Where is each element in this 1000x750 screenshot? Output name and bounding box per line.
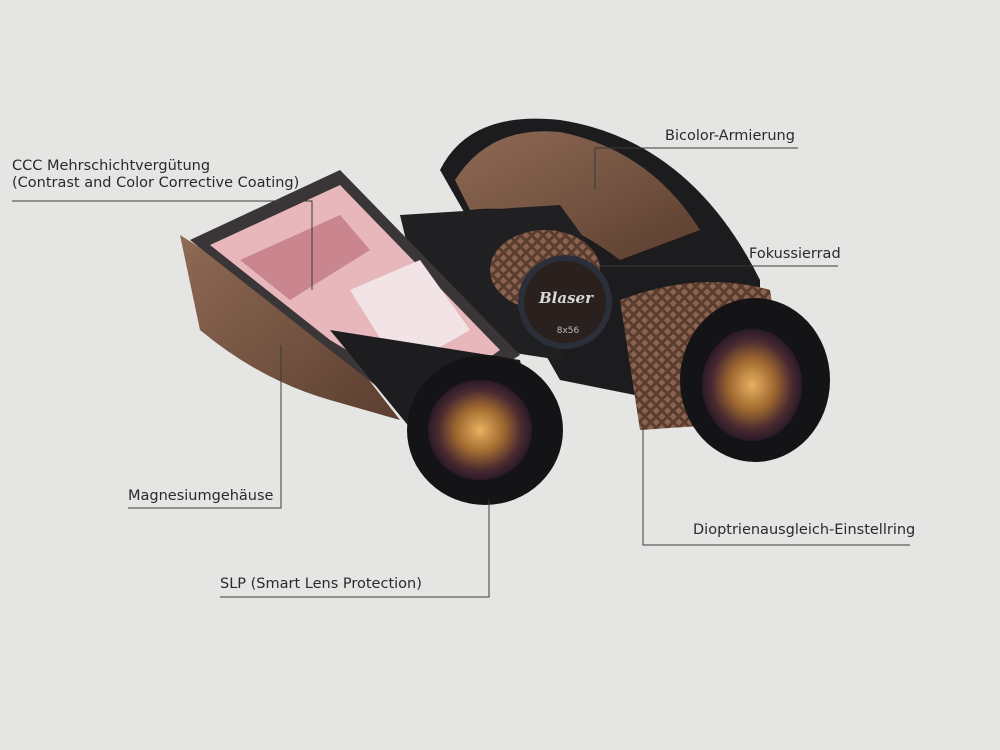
right-barrel xyxy=(440,118,830,462)
brand-logo: Blaser xyxy=(538,289,594,307)
left-lens xyxy=(428,380,532,480)
label-diopter-ring: Dioptrienausgleich-Einstellring xyxy=(693,522,916,538)
focus-cap xyxy=(524,261,606,343)
label-armor: Bicolor-Armierung xyxy=(665,128,795,144)
label-lens-protection: SLP (Smart Lens Protection) xyxy=(220,576,422,592)
bicolor-armor xyxy=(455,131,700,260)
label-coating-line2: (Contrast and Color Corrective Coating) xyxy=(12,175,300,191)
model-marking: 8x56 xyxy=(557,326,580,336)
magnesium-housing xyxy=(180,235,400,420)
left-barrel-cutaway xyxy=(180,170,563,505)
label-coating: CCC Mehrschichtvergütung (Contrast and C… xyxy=(12,158,299,192)
label-coating-line1: CCC Mehrschichtvergütung xyxy=(12,158,211,174)
right-lens xyxy=(702,329,802,441)
label-housing: Magnesiumgehäuse xyxy=(128,488,274,504)
leader-lines xyxy=(12,147,910,598)
label-focus-wheel: Fokussierrad xyxy=(749,246,841,262)
